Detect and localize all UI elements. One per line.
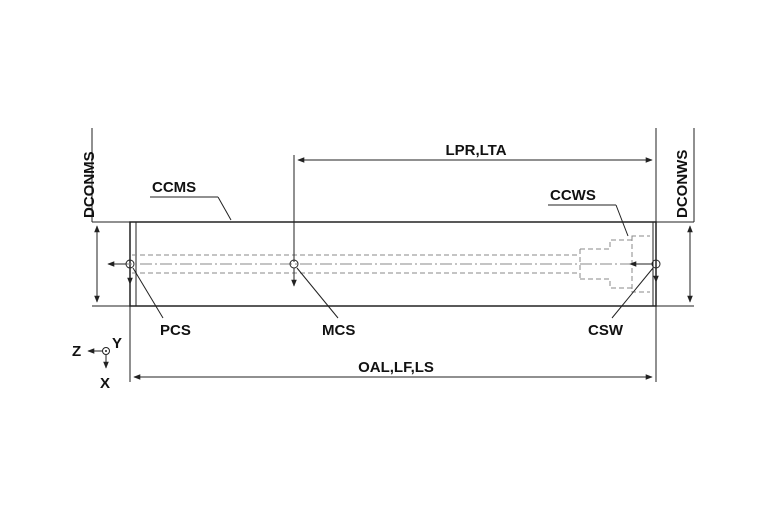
- ccms-leader: [150, 196, 232, 221]
- ccws-leader: [548, 204, 629, 237]
- ccws-label: CCWS: [550, 187, 596, 204]
- mcs-leader: [296, 267, 339, 319]
- lpr-lta-label: LPR,LTA: [445, 142, 506, 159]
- mcs-label: MCS: [322, 322, 355, 339]
- axis-z-label: Z: [72, 343, 81, 360]
- pcs-leader: [132, 267, 164, 319]
- pcs-label: PCS: [160, 322, 191, 339]
- pcs-marker: [107, 259, 135, 285]
- dconws-dimension: [656, 128, 695, 307]
- dconms-dimension: [91, 128, 130, 307]
- axis-y-label: Y: [112, 335, 122, 352]
- dconws-label: DCONWS: [674, 150, 691, 218]
- lpr-lta-dimension: [293, 128, 657, 262]
- axis-x-label: X: [100, 375, 110, 392]
- ccms-label: CCMS: [152, 179, 196, 196]
- hidden-bore: [132, 254, 580, 274]
- csw-marker: [629, 259, 661, 283]
- oal-lf-ls-label: OAL,LF,LS: [358, 359, 434, 376]
- axis-triad: [87, 347, 110, 369]
- dconms-label: DCONMS: [81, 151, 98, 218]
- csw-label: CSW: [588, 322, 624, 339]
- oal-dimension: [129, 306, 657, 382]
- csw-leader: [611, 267, 654, 319]
